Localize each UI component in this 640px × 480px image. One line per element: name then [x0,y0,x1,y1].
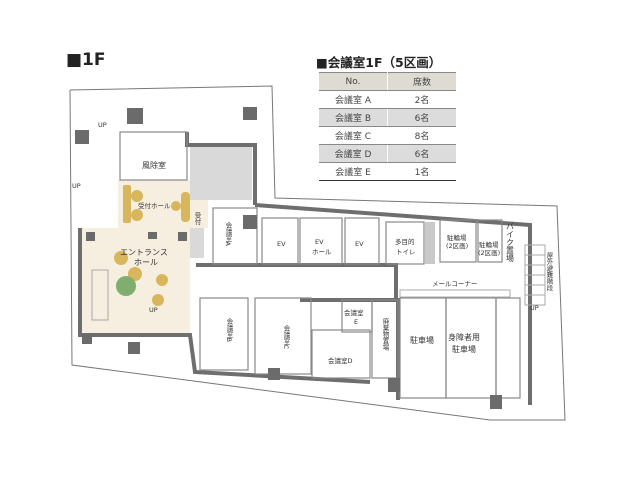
seat-count: 1名 [387,162,456,181]
label-room-d: 会議室D [328,356,353,365]
furniture [114,185,190,306]
label-motorbike: バイク置場 [506,222,515,263]
plant-icon [116,276,136,296]
label-ev-1: EV [277,240,286,248]
label-reception-hall: 受付ホール [138,201,171,210]
label-toilet: 多目的 [395,237,415,246]
label-reception: 受付 [193,211,201,227]
label-ev-2: EV [355,240,364,248]
room-table-title: ■会議室1F（5区画） [316,55,442,70]
columns [75,107,502,409]
label-windbreak: 風除室 [142,160,166,170]
label-emergency-stairs: 屋外避難階段 [545,252,553,292]
room-name: 会議室 D [319,144,388,163]
partitions [119,131,521,399]
room-name: 会議室 E [319,162,388,181]
label-parking: 駐車場 [410,335,434,345]
label-ev-hall: EV [315,238,324,246]
seat-count: 8名 [387,126,456,145]
room-name: 会議室 B [319,108,388,127]
label-entrance-hall: エントランス [120,248,168,257]
site-boundary [69,85,566,421]
room-name: 会議室 A [319,90,388,109]
service-room [190,228,204,258]
label-toilet-2: トイレ [396,248,416,256]
label-mail-corner: メールコーナー [432,280,477,288]
label-room-a: 会議室A [224,221,232,247]
label-bicycle-parking-2: 駐輪場 [479,240,499,249]
label-entrance-hall-2: ホール [134,258,158,267]
label-up-stairs: UP [530,304,539,312]
header-no: No. [319,72,388,91]
seat-count: 2名 [387,90,456,109]
header-seats: 席数 [387,72,456,91]
shaft [425,222,435,264]
label-accessible-parking: 身障者用 [448,332,480,342]
label-waste: 廃棄物置場 [381,317,389,352]
label-up-2: UP [72,182,81,190]
label-bicycle-parking-2-count: (2区画) [478,249,500,257]
room-name: 会議室 C [319,126,388,145]
label-bicycle-parking-1-count: (2区画) [446,242,468,250]
label-room-c: 会議室C [282,324,290,350]
label-up-1: UP [98,121,107,129]
floor-title: ■1F [66,50,106,70]
seat-count: 6名 [387,144,456,163]
label-accessible-parking-2: 駐車場 [452,344,476,354]
label-room-b: 会議室B [225,317,233,342]
label-up-3: UP [149,306,158,314]
label-ev-hall-2: ホール [312,248,332,256]
label-room-e: 会議室 [344,308,364,317]
service-room [190,145,252,200]
stairs-lines [91,244,546,321]
label-bicycle-parking-1: 駐輪場 [447,233,467,242]
entrance-area [80,228,190,335]
label-room-e-2: E [354,318,358,326]
seat-count: 6名 [387,108,456,127]
